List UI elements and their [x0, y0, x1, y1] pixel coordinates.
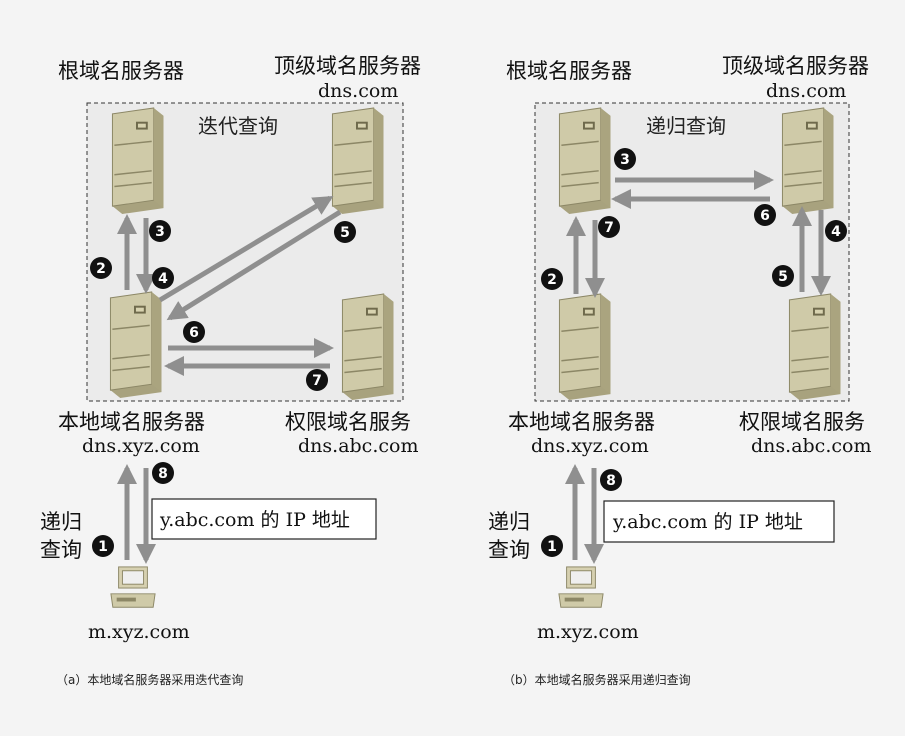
- client-query-label-1: 递归: [40, 510, 82, 534]
- tld-server-icon: [781, 107, 835, 214]
- local-server-icon: [558, 293, 612, 400]
- auth-server-icon: [788, 293, 842, 400]
- step-2-badge: 2: [96, 261, 106, 277]
- step-8-badge: 8: [158, 466, 168, 482]
- step-2-badge: 2: [547, 272, 557, 288]
- root-server-label: 根域名服务器: [506, 59, 632, 83]
- step-8-badge: 8: [606, 473, 616, 489]
- client-host: m.xyz.com: [537, 621, 639, 643]
- step-7-badge: 7: [604, 220, 614, 236]
- client-query-label-2: 查询: [488, 538, 530, 562]
- step-5-badge: 5: [778, 269, 788, 285]
- panel-caption: （a）本地域名服务器采用迭代查询: [56, 672, 243, 687]
- step-5-badge: 5: [340, 225, 350, 241]
- local-server-host: dns.xyz.com: [82, 435, 200, 457]
- response-text: y.abc.com 的 IP 地址: [612, 511, 803, 533]
- auth-server-label: 权限域名服务: [739, 410, 865, 434]
- auth-server-host: dns.abc.com: [751, 435, 871, 457]
- panel-caption: （b）本地域名服务器采用递归查询: [503, 672, 691, 687]
- local-server-label: 本地域名服务器: [508, 410, 655, 434]
- step-badges: 1 2 3 4 5 6 7 8: [90, 220, 356, 557]
- arrow-step-4: [158, 195, 334, 303]
- tld-server-icon: [331, 107, 385, 214]
- local-server-icon: [109, 291, 163, 398]
- mode-title: 递归查询: [646, 114, 726, 138]
- panel-a: 迭代查询 根域名服务器 顶级域名服务器 dns.com 1 2 3 4 5 6 …: [40, 54, 421, 687]
- root-server-label: 根域名服务器: [58, 59, 184, 83]
- client-query-label-2: 查询: [40, 538, 82, 562]
- tld-server-label: 顶级域名服务器: [274, 54, 421, 78]
- step-6-badge: 6: [189, 325, 199, 341]
- tld-server-host: dns.com: [318, 80, 398, 102]
- client-host: m.xyz.com: [88, 621, 190, 643]
- auth-server-label: 权限域名服务: [285, 410, 411, 434]
- step-1-badge: 1: [547, 539, 557, 555]
- auth-server-icon: [341, 293, 395, 400]
- step-7-badge: 7: [312, 373, 322, 389]
- step-3-badge: 3: [620, 152, 630, 168]
- root-server-icon: [558, 107, 612, 214]
- panel-b: 递归查询 根域名服务器 顶级域名服务器 dns.com 1 2 3 4 5 6 …: [488, 54, 871, 687]
- root-server-icon: [111, 107, 165, 214]
- local-server-host: dns.xyz.com: [531, 435, 649, 457]
- step-4-badge: 4: [831, 224, 841, 240]
- arrow-step-5: [166, 209, 342, 321]
- response-box: [151, 498, 377, 540]
- mode-title: 迭代查询: [198, 114, 278, 138]
- client-computer-icon: [558, 566, 604, 608]
- tld-server-host: dns.com: [766, 80, 846, 102]
- tld-server-label: 顶级域名服务器: [722, 54, 869, 78]
- client-query-label-1: 递归: [488, 510, 530, 534]
- step-4-badge: 4: [158, 271, 168, 287]
- response-box: [603, 500, 835, 543]
- client-computer-icon: [110, 566, 156, 608]
- step-badges: 1 2 3 4 5 6 7 8: [541, 148, 847, 557]
- auth-server-host: dns.abc.com: [298, 435, 418, 457]
- response-text: y.abc.com 的 IP 地址: [159, 509, 350, 531]
- step-1-badge: 1: [98, 539, 108, 555]
- local-server-label: 本地域名服务器: [58, 410, 205, 434]
- step-6-badge: 6: [760, 208, 770, 224]
- step-3-badge: 3: [155, 224, 165, 240]
